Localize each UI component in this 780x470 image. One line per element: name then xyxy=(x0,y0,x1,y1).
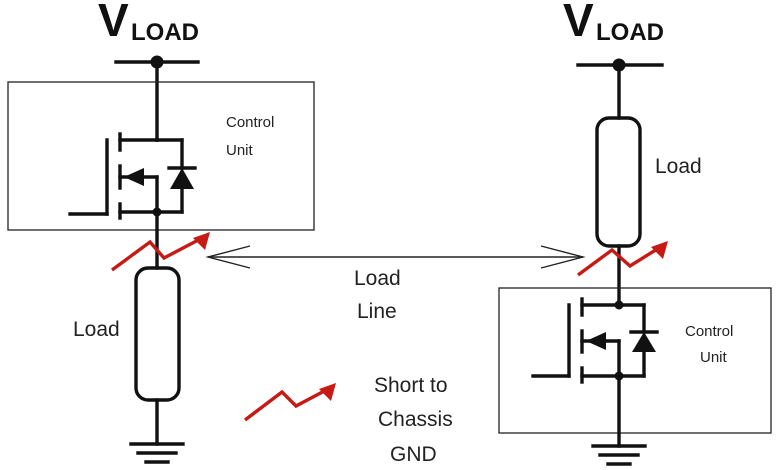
right-body-diode xyxy=(632,332,656,352)
left-load-resistor xyxy=(134,266,181,402)
legend-label-2: Chassis xyxy=(378,408,453,431)
right-control-unit-box xyxy=(498,287,772,434)
right-control-unit-label-1: Control xyxy=(685,323,733,340)
right-load-resistor xyxy=(595,116,642,248)
left-control-unit-box xyxy=(7,81,315,231)
left-vload-symbol: V xyxy=(98,0,129,46)
load-line-arrow xyxy=(205,245,586,269)
left-load-label: Load xyxy=(73,318,120,341)
load-line-label-1: Load xyxy=(354,267,401,290)
left-control-unit-label-2: Unit xyxy=(226,142,254,159)
right-mosfet xyxy=(531,297,659,384)
legend-label-3: GND xyxy=(390,443,437,466)
left-short-arrowhead xyxy=(193,232,210,250)
right-load-label: Load xyxy=(655,155,702,178)
left-control-unit-label-1: Control xyxy=(226,114,274,131)
left-ground-symbol xyxy=(129,442,185,464)
load-line-label-2: Line xyxy=(357,300,397,323)
left-mosfet xyxy=(68,132,197,220)
right-circuit: V LOAD Load Control Unit xyxy=(498,0,772,466)
right-vload-subscript: LOAD xyxy=(596,19,664,46)
short-legend xyxy=(243,383,336,422)
legend-short-icon xyxy=(243,386,331,422)
right-control-unit-label-2: Unit xyxy=(700,349,728,366)
right-vload-symbol: V xyxy=(563,0,594,46)
left-vload-subscript: LOAD xyxy=(131,19,199,46)
right-short-arrowhead xyxy=(651,241,668,259)
left-short-fault xyxy=(110,235,205,272)
left-body-diode xyxy=(170,168,194,189)
legend-label-1: Short to xyxy=(374,374,448,397)
right-ground-symbol xyxy=(591,444,647,466)
right-short-fault xyxy=(576,244,663,277)
left-circuit: V LOAD Control Unit xyxy=(7,0,315,464)
